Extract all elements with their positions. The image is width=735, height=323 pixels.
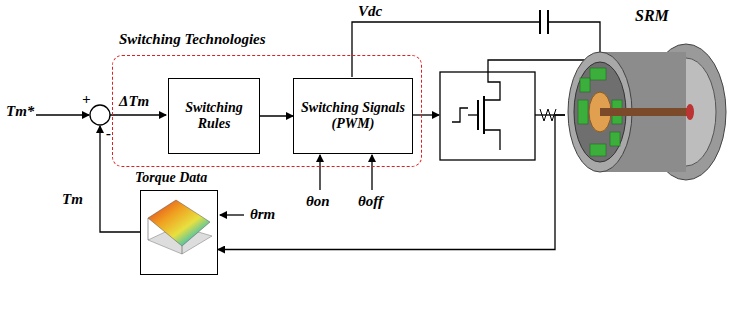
mosfet-channel — [483, 96, 485, 134]
gate-wire — [412, 114, 439, 115]
dc-bus-wire — [352, 22, 540, 77]
input-wire — [36, 114, 89, 115]
data-box: Torque Data — [140, 190, 218, 275]
error-wire — [110, 114, 166, 115]
summing-junction — [90, 105, 110, 125]
signal-connector — [260, 115, 293, 116]
motor-region: SRM — [565, 5, 732, 190]
mosfet-source — [484, 130, 500, 150]
group-title: Switching Technologies — [119, 31, 266, 48]
signal-label: - — [106, 126, 111, 141]
theta-rm-wire — [220, 214, 244, 215]
signal-label: + — [82, 92, 91, 107]
capacitor-plate — [539, 10, 541, 34]
signal-label: ΔTm — [119, 94, 149, 109]
signal-label: θrm — [250, 207, 275, 222]
mosfet-gate-lead — [468, 114, 478, 115]
mosfet-drain — [484, 72, 500, 100]
box-label: Switching Signals (PWM) — [298, 100, 408, 132]
box-label: Switching Rules — [173, 100, 255, 132]
theta-on-wire — [319, 155, 320, 190]
process-box: Switching Signals (PWM) — [293, 78, 413, 154]
process-box: Switching Rules — [168, 78, 260, 154]
signal-label: θoff — [358, 194, 383, 209]
group-title: Torque Data — [135, 170, 207, 186]
torque-surface — [148, 200, 212, 254]
group-title: SRM — [635, 7, 669, 25]
signal-label: Tm — [62, 192, 83, 207]
current-sensor — [540, 109, 556, 121]
switch-symbol — [452, 108, 468, 122]
feedback-wire — [100, 126, 140, 232]
dashed-group: Switching TechnologiesSwitching RulesSwi… — [112, 55, 422, 167]
signal-label: θon — [306, 194, 330, 209]
theta-off-wire — [371, 155, 372, 190]
srm-illustration — [568, 44, 726, 180]
signal-label: Tm* — [6, 104, 34, 119]
signal-label: Vdc — [358, 4, 382, 19]
inverter-box — [440, 72, 535, 160]
